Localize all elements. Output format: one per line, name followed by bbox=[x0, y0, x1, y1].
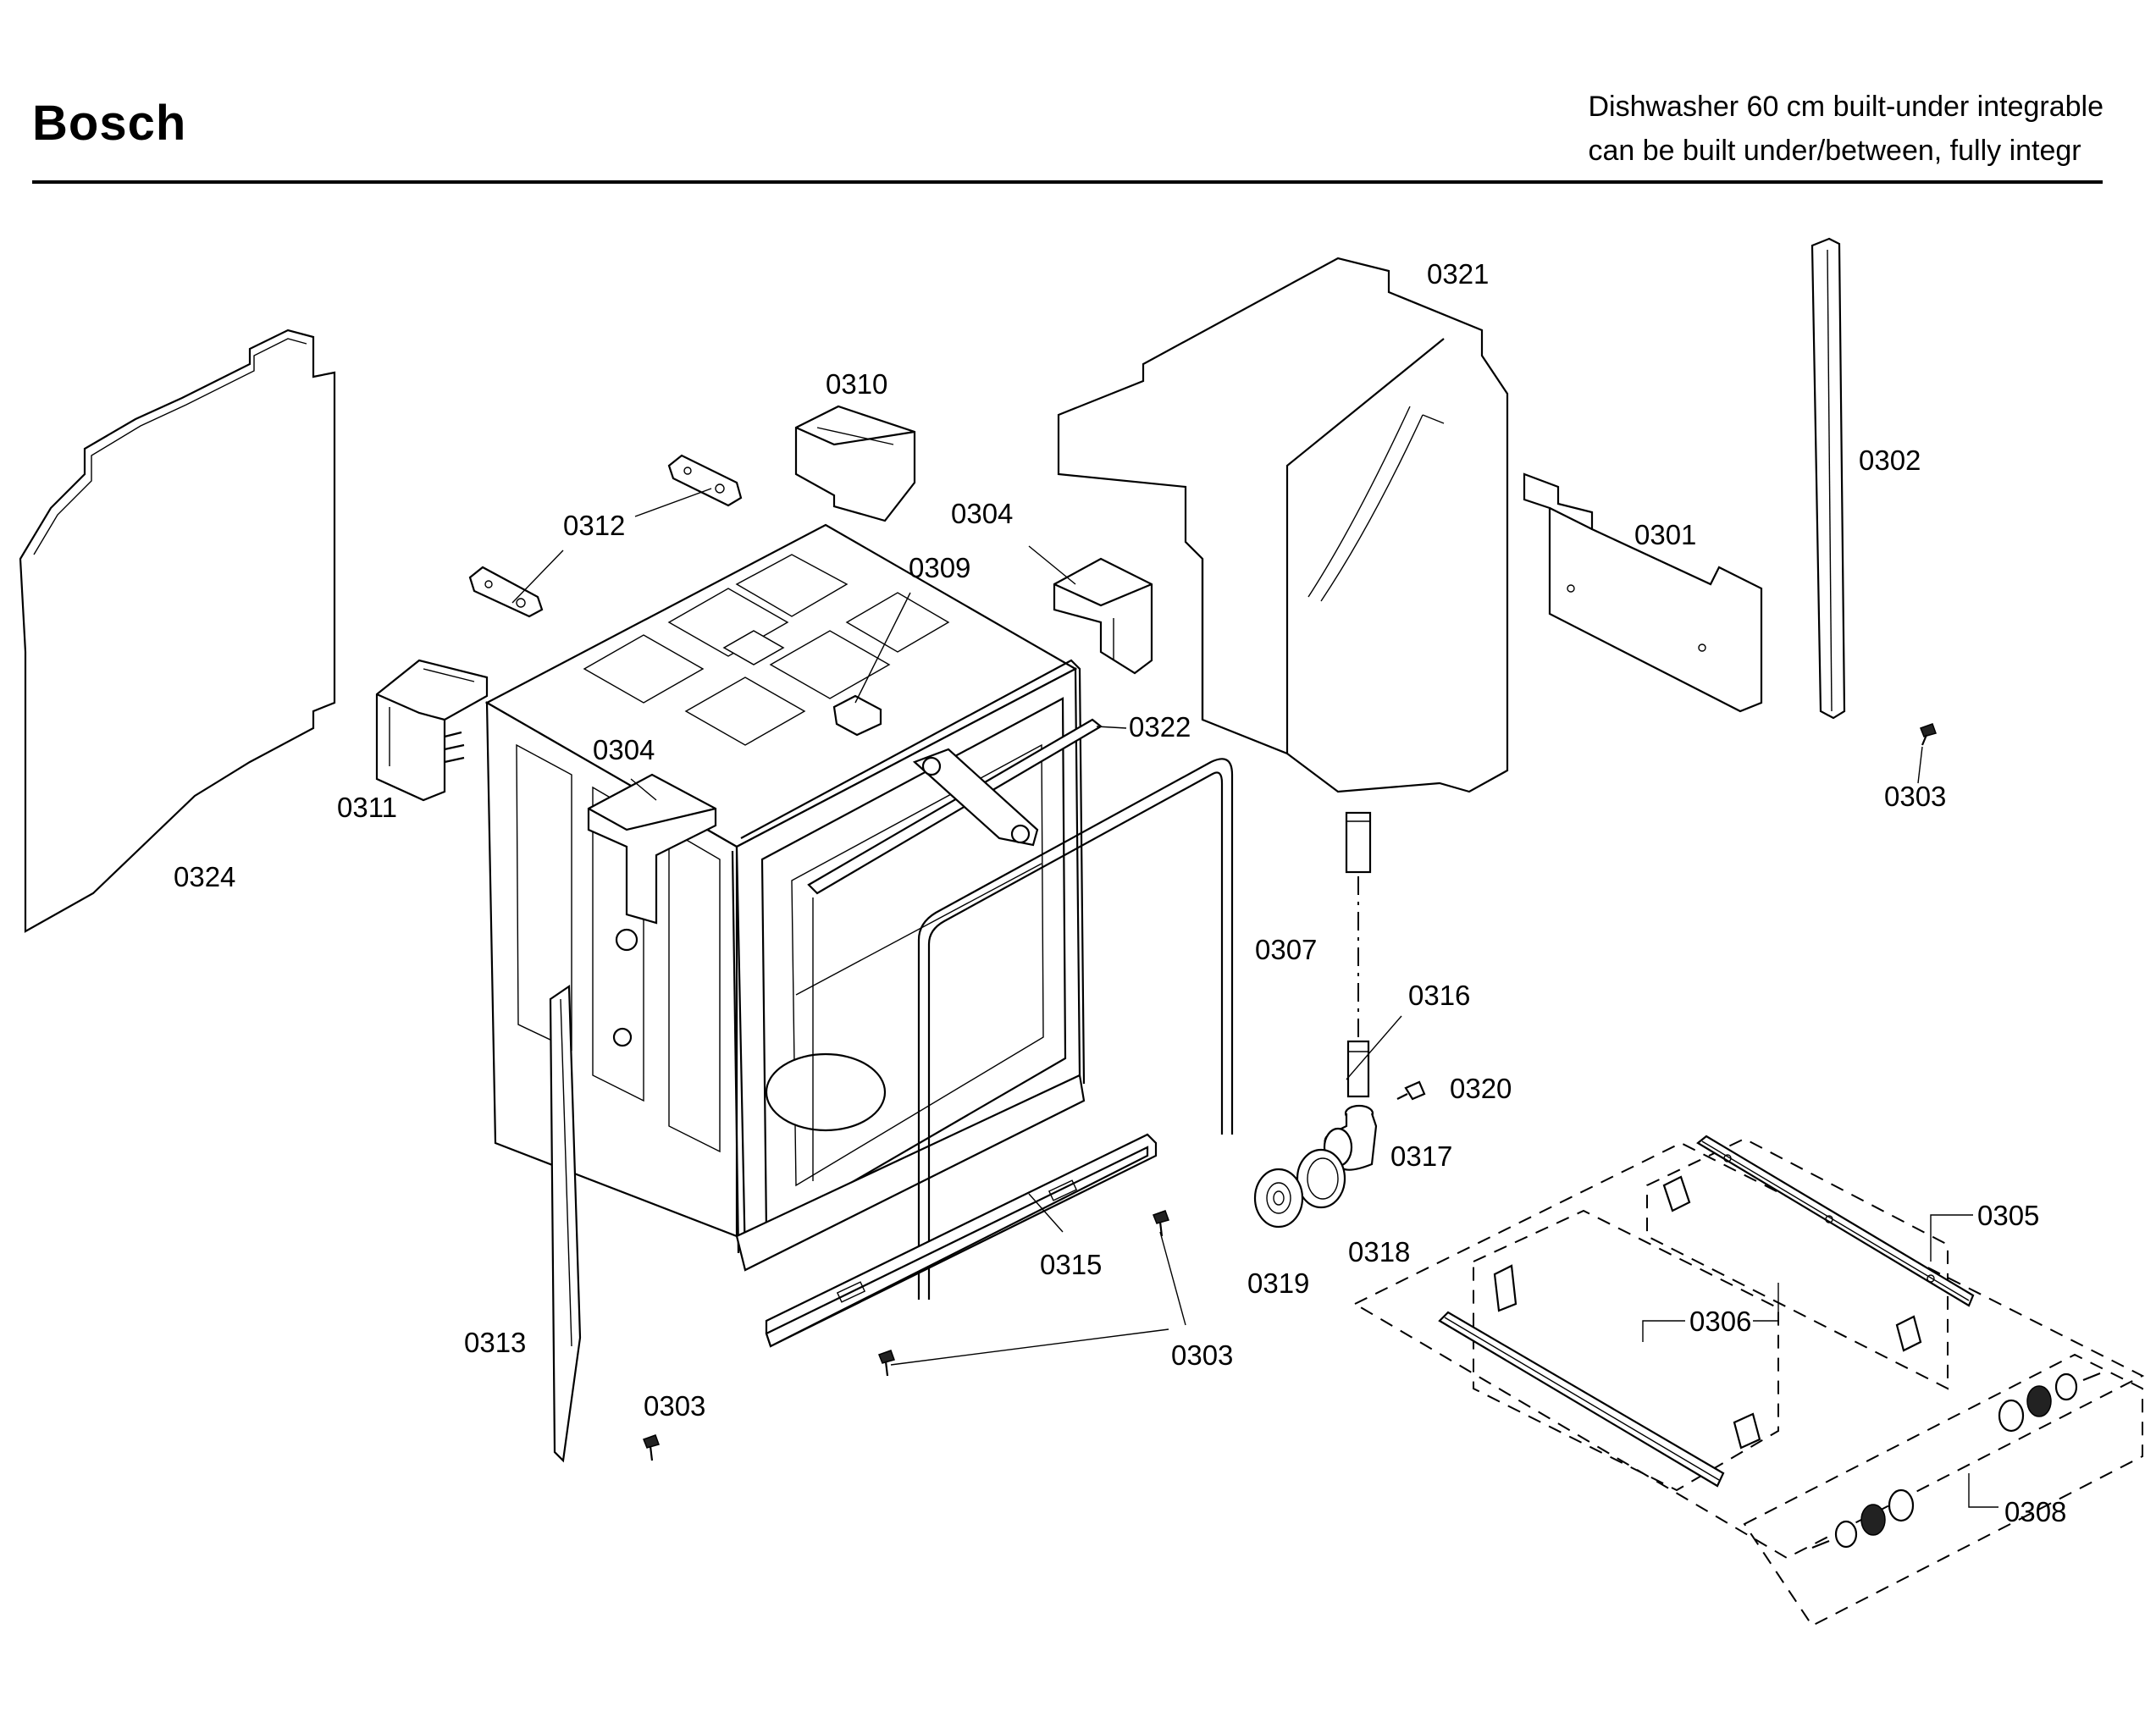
part-0311-bracket bbox=[375, 659, 489, 802]
description-line-2: can be built under/between, fully integr bbox=[1588, 135, 2081, 167]
callout-0319: 0319 bbox=[1247, 1267, 1309, 1299]
part-0317-connector bbox=[1323, 1104, 1378, 1171]
part-0309-clip bbox=[832, 694, 882, 737]
description-line-1: Dishwasher 60 cm built-under integrable bbox=[1588, 91, 2103, 123]
callout-0312: 0312 bbox=[563, 510, 625, 541]
header-divider bbox=[32, 180, 2103, 184]
callout-0318: 0318 bbox=[1348, 1236, 1410, 1267]
callout-0302: 0302 bbox=[1859, 445, 1921, 476]
callout-0317: 0317 bbox=[1390, 1140, 1452, 1172]
part-0315-base-strip bbox=[765, 1133, 1158, 1348]
callout-0316: 0316 bbox=[1408, 980, 1470, 1011]
part-0306-clips bbox=[1493, 1175, 1922, 1450]
callout-0315: 0315 bbox=[1040, 1249, 1102, 1280]
callout-0321: 0321 bbox=[1427, 258, 1489, 290]
part-0312-clips bbox=[468, 454, 743, 618]
callout-0304-right: 0304 bbox=[951, 498, 1013, 529]
callout-0306: 0306 bbox=[1689, 1306, 1751, 1337]
callout-0313: 0313 bbox=[464, 1327, 526, 1358]
part-0313-side-strip bbox=[549, 984, 582, 1463]
part-0301-panel bbox=[1523, 472, 1763, 713]
part-0304-bracket-left bbox=[587, 773, 717, 925]
part-0304-bracket-right bbox=[1053, 557, 1153, 675]
hinge-plate bbox=[912, 748, 1039, 847]
callout-0303-right: 0303 bbox=[1884, 781, 1946, 812]
callout-0310: 0310 bbox=[826, 368, 887, 400]
callout-0324: 0324 bbox=[174, 861, 235, 892]
callout-0305: 0305 bbox=[1977, 1200, 2039, 1231]
tub-assembly bbox=[484, 523, 1086, 1272]
base-kit-dashed-outline bbox=[1352, 1137, 2145, 1627]
callout-0309: 0309 bbox=[909, 552, 970, 583]
callout-0304-left: 0304 bbox=[593, 734, 655, 765]
part-0306-rail bbox=[1438, 1311, 1725, 1488]
leader-lines bbox=[511, 488, 1998, 1508]
part-0307-door-seal bbox=[917, 758, 1234, 1300]
part-0303-screws bbox=[643, 723, 1937, 1461]
callout-0303-center: 0303 bbox=[1171, 1339, 1233, 1371]
part-0305-rail bbox=[1696, 1135, 1975, 1307]
tub-bolts bbox=[612, 928, 639, 1047]
callout-0301: 0301 bbox=[1634, 519, 1696, 550]
part-0310-bracket bbox=[794, 405, 916, 522]
callout-0308: 0308 bbox=[2004, 1496, 2066, 1527]
model-description: Dishwasher 60 cm built-under integrable … bbox=[1588, 85, 2103, 173]
callout-0311: 0311 bbox=[337, 792, 397, 823]
part-0316-hose bbox=[1345, 811, 1372, 1098]
part-0321-cover bbox=[1057, 257, 1509, 793]
part-0308-wheels bbox=[1811, 1372, 2101, 1549]
callout-0320: 0320 bbox=[1450, 1073, 1512, 1104]
part-0320-screw bbox=[1396, 1080, 1426, 1101]
callout-0307: 0307 bbox=[1255, 934, 1317, 965]
part-0324-side-panel bbox=[19, 329, 336, 933]
callout-0322: 0322 bbox=[1129, 711, 1191, 743]
brand-title: Bosch bbox=[32, 96, 187, 151]
part-0318-ring bbox=[1296, 1148, 1346, 1209]
part-0319-nut bbox=[1253, 1168, 1304, 1229]
callout-0303-left: 0303 bbox=[644, 1390, 705, 1422]
part-0302-vertical-strip bbox=[1810, 237, 1846, 720]
